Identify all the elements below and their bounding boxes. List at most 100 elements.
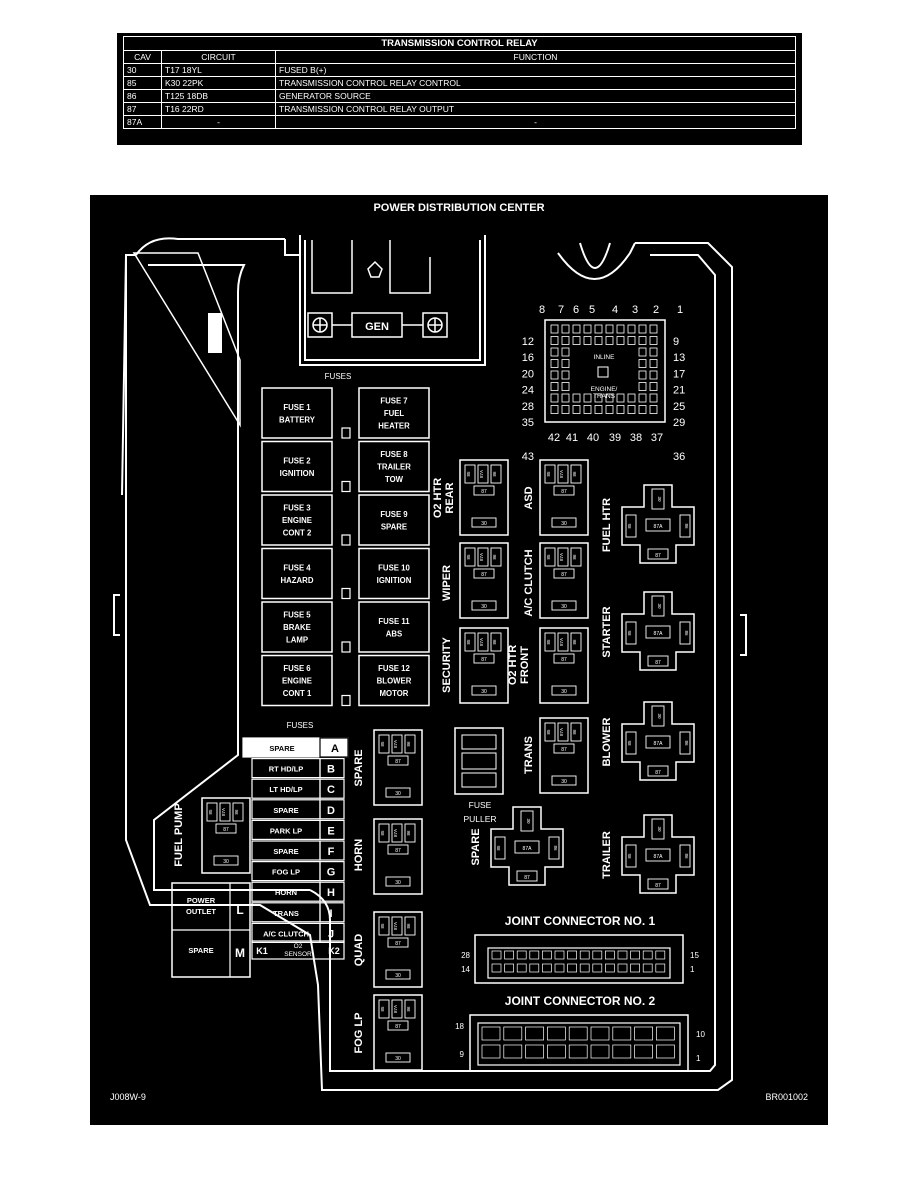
mini-fuse-letter: J xyxy=(328,928,334,940)
fuse-puller-label: PULLER xyxy=(463,814,496,824)
fuse-body xyxy=(358,387,430,439)
relay-pin-label: 87 xyxy=(395,759,401,765)
relay-terminal xyxy=(544,464,556,484)
relay-body xyxy=(373,994,423,1071)
joint-connector-pin xyxy=(567,950,577,960)
pin-number-top: 5 xyxy=(589,304,595,316)
relay-terminal xyxy=(553,653,575,664)
fuse-clip xyxy=(341,534,351,546)
mini-fuse-letter-box xyxy=(319,902,345,923)
function-cell: TRANSMISSION CONTROL RELAY CONTROL xyxy=(275,76,796,90)
function-cell: - xyxy=(275,115,796,129)
circuit-cell: K30 22PK xyxy=(161,76,276,90)
mini-fuse-letter: B xyxy=(327,764,335,776)
relay-terminal xyxy=(544,547,556,567)
relay-pin-label: 86 xyxy=(684,630,689,636)
mini-fuse-letter-box xyxy=(319,881,345,902)
relay-pin-label: 85 xyxy=(466,471,471,477)
relay-terminal xyxy=(387,844,409,855)
relay-pin-label: 87 xyxy=(223,827,229,833)
inline-pin-cavity xyxy=(649,347,658,357)
relay-pin-label: 30 xyxy=(481,689,487,695)
inline-label: ENGINE/ xyxy=(591,386,618,393)
relay-label: QUAD xyxy=(353,934,365,966)
relay-terminal xyxy=(551,517,577,528)
relay-label: FUEL PUMP xyxy=(173,803,185,866)
relay-pin-label: 85 xyxy=(208,809,213,815)
relay-terminal xyxy=(647,548,669,560)
joint-connector-pin xyxy=(605,963,615,973)
inline-pin-cavity xyxy=(649,382,658,391)
inline-pin-cavity xyxy=(649,324,658,334)
relay-terminal xyxy=(557,547,569,567)
relay-table-title: TRANSMISSION CONTROL RELAY xyxy=(123,36,796,51)
relay-label: SPARE xyxy=(353,749,365,786)
relay-terminal xyxy=(391,734,403,754)
relay-terminal xyxy=(645,735,671,749)
relay-pin-label: 87A xyxy=(523,846,533,852)
relay-label: FUEL HTR xyxy=(601,498,613,552)
relay-pin-label: 86 xyxy=(684,853,689,859)
relay-label: SECURITY xyxy=(441,637,453,693)
pin-number-left: 43 xyxy=(522,451,534,463)
joint-connector-pin-number: 15 xyxy=(690,951,699,960)
relay-terminal xyxy=(378,734,390,754)
relay-terminal xyxy=(404,823,416,843)
joint-connector-pin xyxy=(491,950,502,960)
relay-pin-label: 30 xyxy=(561,689,567,695)
fuse-body xyxy=(261,547,333,600)
pin-number-bottom: 41 xyxy=(566,432,578,444)
fuse-label: FUEL xyxy=(384,409,405,418)
pin-number-top: 1 xyxy=(677,304,683,316)
fuse-body xyxy=(358,547,430,600)
relay-terminal xyxy=(385,1052,411,1063)
fuse-label: TOW xyxy=(385,475,404,484)
relay-terminal xyxy=(553,743,575,754)
relay-pin-label: 86 xyxy=(572,471,577,477)
relay-table-panel: TRANSMISSION CONTROL RELAY CAV CIRCUIT F… xyxy=(117,33,802,145)
relay-pin-label: 86 xyxy=(572,554,577,560)
relay-body xyxy=(539,459,589,536)
mini-fuse-letter: I xyxy=(329,908,332,920)
fuse-puller-body xyxy=(454,727,504,795)
mini-fuse-letter-box xyxy=(319,840,345,861)
joint-connector-2-body xyxy=(469,1014,689,1072)
inline-pin-cavity xyxy=(583,324,592,334)
inline-pin-cavity xyxy=(638,324,647,334)
pdc-title: POWER DISTRIBUTION CENTER xyxy=(373,202,544,214)
relay-label: ASD xyxy=(523,486,535,509)
joint-connector-pin xyxy=(504,950,514,960)
joint-connector-pin xyxy=(567,963,577,973)
fuse-body xyxy=(261,387,333,439)
relay-body xyxy=(373,818,423,895)
relay-terminal xyxy=(464,547,476,567)
inline-pin-cavity xyxy=(649,405,658,414)
relay-terminal xyxy=(477,632,489,652)
joint-connector-pin xyxy=(634,1026,653,1041)
relay-terminal xyxy=(679,621,691,645)
relay-pin-label: 87A xyxy=(479,553,484,561)
relay-pin-label: 87A xyxy=(559,553,564,561)
sensor-label: SENSOR xyxy=(284,951,312,958)
fuse-clip xyxy=(341,587,351,600)
inline-pin-cavity xyxy=(550,359,559,368)
pdc-housing-outline xyxy=(113,235,747,1091)
relay-terminal xyxy=(378,823,390,843)
fuse-label: ABS xyxy=(386,629,402,638)
relay-terminal xyxy=(544,722,556,742)
relay-pin-label: 30 xyxy=(223,859,229,865)
relay-pin-label: 87A xyxy=(393,829,398,837)
joint-connector-pin xyxy=(542,963,552,973)
joint-connector-pin xyxy=(617,950,628,960)
inline-pin-cavity xyxy=(649,359,658,368)
relay-terminal xyxy=(477,547,489,567)
relay-terminal xyxy=(385,969,411,980)
relay-pin-label: 85 xyxy=(380,923,385,929)
relay-pin-label: 85 xyxy=(380,1006,385,1012)
